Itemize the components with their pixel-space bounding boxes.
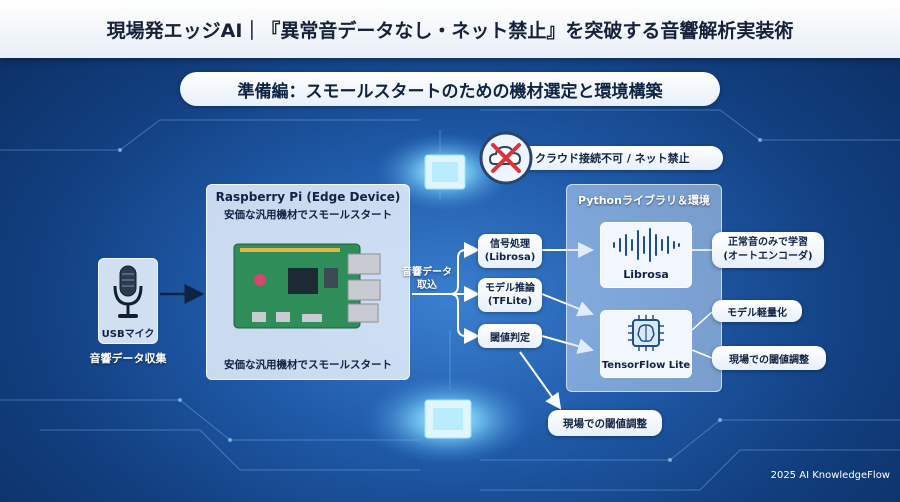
subtitle-banner: 準備編：スモールスタートのための機材選定と環境構築 bbox=[180, 72, 720, 106]
step-signal-processing: 信号処理 (Librosa) bbox=[478, 234, 542, 268]
device-title: Raspberry Pi (Edge Device) bbox=[215, 190, 401, 204]
waveform-icon bbox=[613, 228, 680, 262]
brain-chip-icon bbox=[628, 315, 664, 351]
cloud-badge-label: クラウド接続不可 / ネット禁止 bbox=[505, 146, 723, 170]
library-panel-title: Pythonライブラリ＆環境 bbox=[578, 194, 710, 207]
librosa-label: Librosa bbox=[623, 268, 669, 281]
no-cloud-icon bbox=[479, 131, 533, 185]
input-label: 音響データ 取込 bbox=[402, 267, 452, 291]
raspberry-pi-board-icon bbox=[233, 243, 381, 329]
device-bottom-caption: 安価な汎用機材でスモールスタート bbox=[224, 359, 392, 371]
note-model-lightweight: モデル軽量化 bbox=[712, 300, 802, 322]
bottom-note: 現場での閾値調整 bbox=[548, 410, 662, 436]
note-threshold-tuning: 現場での閾値調整 bbox=[712, 346, 826, 370]
step-threshold-judgment: 閾値判定 bbox=[478, 324, 542, 348]
microphone-icon bbox=[113, 265, 143, 318]
note-normal-only-training: 正常音のみで学習 (オートエンコーダ) bbox=[712, 232, 824, 268]
mic-caption: 音響データ収集 bbox=[89, 352, 167, 365]
tflite-label: TensorFlow Lite bbox=[601, 360, 691, 371]
librosa-card bbox=[600, 222, 692, 288]
copyright: 2025 AI KnowledgeFlow bbox=[770, 470, 890, 481]
page-title: 現場発エッジAI｜『異常音データなし・ネット禁止』を突破する音響解析実装術 bbox=[0, 0, 900, 58]
mic-label: USBマイク bbox=[101, 329, 155, 340]
step-model-inference: モデル推論 (TFLite) bbox=[478, 278, 542, 312]
device-tagline: 安価な汎用機材でスモールスタート bbox=[224, 209, 392, 221]
